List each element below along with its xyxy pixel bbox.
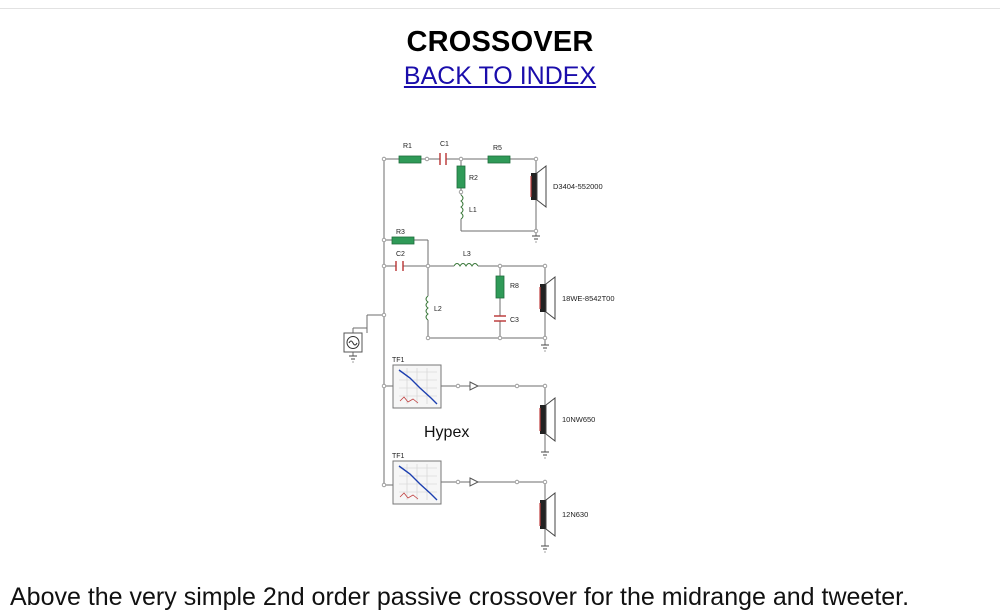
label-driver-midrange: 18WE-8542T00 (562, 294, 615, 303)
inductors (425, 194, 479, 321)
label-c3: C3 (510, 317, 519, 324)
driver-symbols (530, 164, 556, 538)
label-r5: R5 (493, 145, 502, 152)
back-link-wrap: BACK TO INDEX (0, 62, 1000, 91)
component-labels: R1 C1 R5 R2 L1 R3 C2 L3 R8 L2 C3 TF1 TF1 (392, 141, 519, 460)
label-l1: L1 (469, 207, 477, 214)
ground-symbols (349, 235, 549, 553)
label-r1: R1 (403, 143, 412, 150)
label-r8: R8 (510, 283, 519, 290)
label-driver-tweeter: D3404-552000 (553, 182, 603, 191)
dsp-label: Hypex (424, 424, 469, 441)
capacitors (395, 153, 506, 322)
label-c1: C1 (440, 141, 449, 148)
label-tf-upper: TF1 (392, 357, 405, 364)
caption-text: Above the very simple 2nd order passive … (10, 583, 910, 611)
label-driver-woofer-upper: 10NW650 (562, 415, 595, 424)
transfer-function-lower (392, 460, 442, 505)
signal-generator-symbol (343, 332, 363, 353)
transfer-function-upper (392, 364, 442, 409)
junctions (381, 156, 548, 488)
top-divider (0, 8, 1000, 9)
label-tf-lower: TF1 (392, 453, 405, 460)
label-c2: C2 (396, 251, 405, 258)
driver-labels: D3404-552000 18WE-8542T00 10NW650 12N630 (553, 182, 615, 519)
wires (352, 158, 546, 546)
label-driver-woofer-lower: 12N630 (562, 510, 588, 519)
label-l2: L2 (434, 306, 442, 313)
label-l3: L3 (463, 251, 471, 258)
resistors (391, 155, 511, 299)
label-r3: R3 (396, 229, 405, 236)
page-title: CROSSOVER (406, 26, 594, 58)
amplifier-symbols (469, 381, 480, 487)
crossover-schematic: R1 C1 R5 R2 L1 R3 C2 L3 R8 L2 C3 TF1 TF1… (343, 141, 615, 553)
back-to-index-link[interactable]: BACK TO INDEX (403, 62, 597, 90)
label-r2: R2 (469, 175, 478, 182)
